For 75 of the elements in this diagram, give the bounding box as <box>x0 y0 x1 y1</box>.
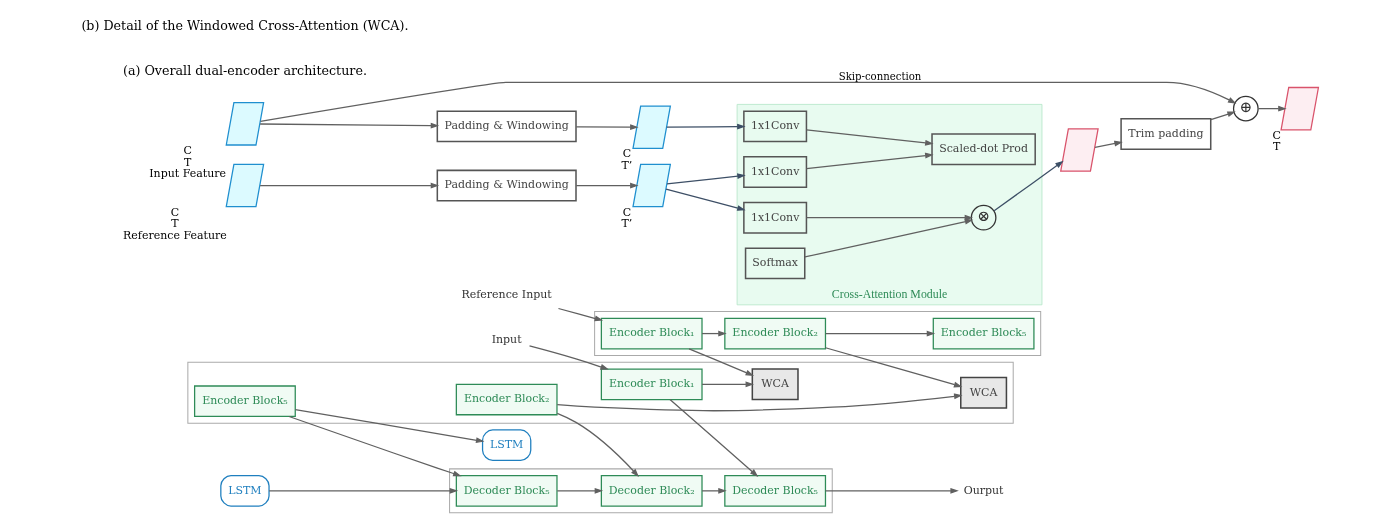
arrow <box>288 415 462 477</box>
node-label: C <box>622 147 632 161</box>
arrow <box>805 152 934 170</box>
arrow <box>556 412 639 477</box>
node-label: Input Feature <box>149 167 226 181</box>
arrow <box>575 124 639 131</box>
arrow <box>688 348 755 376</box>
node-label: T’ <box>621 159 633 173</box>
arrow <box>294 408 485 444</box>
arrow <box>669 398 759 477</box>
node-text: Input <box>491 333 522 347</box>
node-circle: ⊕ <box>1232 95 1259 122</box>
node-text: Reference Input <box>461 287 552 301</box>
node-box: Encoder Block₁ <box>600 317 703 350</box>
arrow <box>993 160 1064 212</box>
node-box: Encoder Block₁ <box>600 368 703 401</box>
arrow <box>824 330 936 337</box>
arrow <box>701 487 727 494</box>
label: (a) Overall dual-encoder architecture. <box>122 63 367 79</box>
node-box: Trim padding <box>1120 118 1212 150</box>
node-box: WCA <box>751 368 799 401</box>
node-box: 1x1Conv <box>743 110 808 143</box>
node-box: LSTM <box>220 475 270 507</box>
node-parallelogram <box>225 102 265 146</box>
node-box: WCA <box>960 376 1008 409</box>
arrow <box>1210 111 1236 121</box>
node-box: Padding & Windowing <box>436 110 577 143</box>
node-box: Encoder Block₂ <box>724 317 827 350</box>
arrow <box>268 487 459 494</box>
node-box: Encoder Block₅ <box>932 317 1035 350</box>
node-label: T <box>1273 140 1281 154</box>
node-label: T’ <box>621 217 633 231</box>
arrow <box>556 487 604 494</box>
node-label: C <box>622 205 632 219</box>
arrow <box>1257 105 1287 112</box>
node-box: Decoder Block₂ <box>600 475 703 507</box>
node-box: Encoder Block₅ <box>194 385 296 418</box>
arrow <box>666 173 746 185</box>
arrow <box>824 487 959 494</box>
node-label: C <box>183 143 192 157</box>
node-label: C <box>170 205 180 219</box>
arrow <box>259 122 440 129</box>
label: (b) Detail of the Windowed Cross-Attention (WCA). <box>81 17 409 33</box>
node-parallelogram <box>1060 128 1099 172</box>
arrow <box>1094 140 1123 148</box>
node-label: C <box>1272 128 1281 142</box>
node-text: Ourput <box>963 483 1004 497</box>
node-circle: ⊗ <box>970 204 997 231</box>
arrow <box>575 182 639 189</box>
node-box: Padding & Windowing <box>436 169 577 202</box>
arrow <box>666 123 746 130</box>
arrow <box>701 381 755 388</box>
arrow <box>557 307 604 322</box>
node-parallelogram <box>225 163 265 208</box>
node-box: Decoder Block₅ <box>455 475 558 507</box>
arrow <box>824 347 963 388</box>
edge-label: Skip-connection <box>838 70 922 82</box>
node-box: Decoder Block₅ <box>724 475 827 507</box>
node-box: Scaled-dot Prod <box>931 133 1036 166</box>
node-box: 1x1Conv <box>743 156 808 189</box>
arrow <box>665 188 746 211</box>
node-label: Reference Feature <box>123 229 227 243</box>
arrow <box>805 129 934 146</box>
arrow <box>556 393 963 412</box>
arrow <box>528 345 609 370</box>
node-box: Encoder Block₂ <box>455 383 558 416</box>
node-label: T <box>171 217 179 231</box>
node-box: Softmax <box>744 247 806 280</box>
node-box: 1x1Conv <box>743 201 808 234</box>
arrow <box>259 81 1237 123</box>
arrow <box>259 182 440 189</box>
node-label: T <box>183 155 192 169</box>
node-box: LSTM <box>481 429 532 462</box>
arrow <box>804 218 974 258</box>
arrow <box>805 214 974 221</box>
